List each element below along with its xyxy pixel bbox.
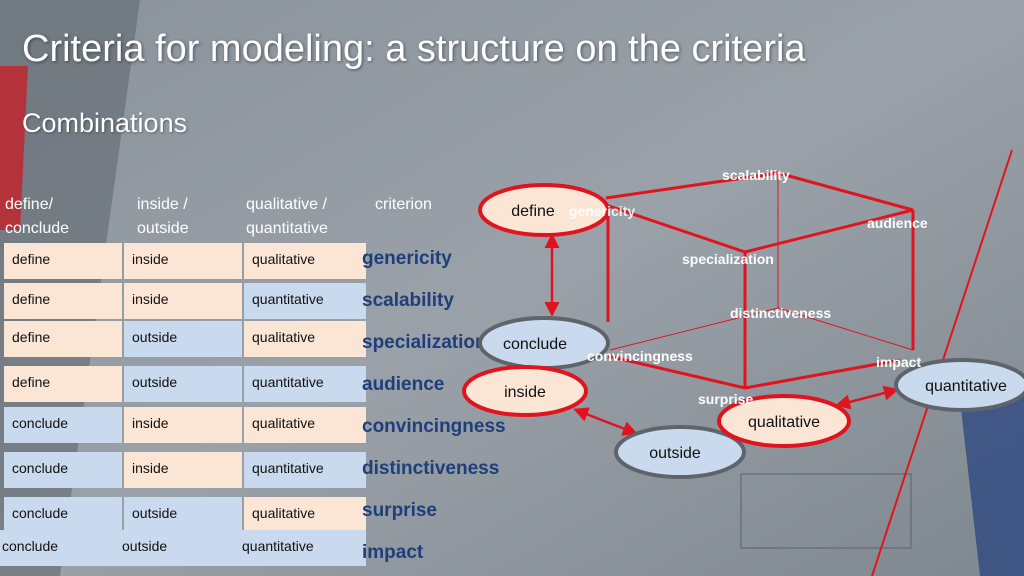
cube-edge xyxy=(605,171,779,200)
table-cell: qualitative xyxy=(244,243,366,279)
table-cell: outside xyxy=(124,497,242,533)
header-inside-outside-line2: outside xyxy=(137,220,189,237)
cube-edge xyxy=(605,203,746,254)
table-cell: define xyxy=(4,243,122,279)
node-outside-shape xyxy=(614,425,746,479)
cube-label-genericity: genericity xyxy=(569,203,635,219)
table-cell: outside xyxy=(124,321,242,357)
cube-label-convincingness: convincingness xyxy=(587,348,693,364)
node-conclude-label: conclude xyxy=(503,336,567,353)
node-quantitative: quantitative xyxy=(894,358,1024,412)
cube-label-distinctiveness: distinctiveness xyxy=(730,305,831,321)
page-title: Criteria for modeling: a structure on th… xyxy=(22,28,806,70)
node-inside-shape xyxy=(462,365,588,417)
node-define-shape xyxy=(478,183,610,237)
node-quantitative-label: quantitative xyxy=(925,378,1007,395)
header-inside-outside-line1: inside / xyxy=(137,196,188,213)
table-cell: quantitative xyxy=(244,283,366,319)
node-outside-label: outside xyxy=(649,445,701,462)
table-cell: quantitative xyxy=(234,530,366,566)
table-cell: outside xyxy=(114,530,242,566)
node-inside-label: inside xyxy=(504,384,546,401)
table-cell: qualitative xyxy=(244,497,366,533)
cube-label-surprise: surprise xyxy=(698,391,753,407)
criterion-label: genericity xyxy=(362,248,452,269)
cube-label-specialization: specialization xyxy=(682,251,774,267)
cube-hidden-edge xyxy=(777,307,914,351)
table-cell: define xyxy=(4,321,122,357)
header-inside-outside: inside / outside xyxy=(137,193,237,241)
header-qual-quant-line1: qualitative / xyxy=(246,196,327,213)
table-cell: conclude xyxy=(0,530,122,566)
table-cell: conclude xyxy=(4,497,122,533)
table-cell: inside xyxy=(124,407,242,443)
table-cell: define xyxy=(4,283,122,319)
cube-label-audience: audience xyxy=(867,215,928,231)
arrow-inside-outside xyxy=(573,407,638,436)
cube-edge xyxy=(777,171,914,212)
table-cell: quantitative xyxy=(244,452,366,488)
table-cell: qualitative xyxy=(244,321,366,357)
node-qualitative: qualitative xyxy=(717,394,851,448)
header-qual-quant-line2: quantitative xyxy=(246,220,328,237)
node-qualitative-label: qualitative xyxy=(748,414,820,431)
node-quantitative-shape xyxy=(894,358,1024,412)
header-define-conclude-line1: define/ xyxy=(5,196,54,213)
arrow-qualitative-quantitative xyxy=(835,385,899,410)
cube-edges xyxy=(605,171,915,390)
cube-edge xyxy=(607,354,746,390)
criterion-label: specialization xyxy=(362,332,487,353)
table-cell: inside xyxy=(124,452,242,488)
header-criterion-label: criterion xyxy=(375,196,432,213)
node-define-label: define xyxy=(511,203,555,220)
header-qual-quant: qualitative / quantitative xyxy=(246,193,366,241)
header-criterion: criterion xyxy=(375,193,455,217)
criterion-label: audience xyxy=(362,374,445,395)
cube-label-impact: impact xyxy=(876,354,921,370)
node-inside: inside xyxy=(462,365,588,417)
criterion-label: impact xyxy=(362,542,424,563)
criterion-label: distinctiveness xyxy=(362,458,500,479)
table-cell: outside xyxy=(124,366,242,402)
header-define-conclude: define/ conclude xyxy=(5,193,115,241)
table-cell: conclude xyxy=(4,452,122,488)
table-cell: inside xyxy=(124,283,242,319)
cube-edge xyxy=(744,208,914,254)
node-outside: outside xyxy=(614,425,746,479)
cube-label-scalability: scalability xyxy=(722,167,790,183)
table-cell: define xyxy=(4,366,122,402)
table-cell: inside xyxy=(124,243,242,279)
criterion-label: surprise xyxy=(362,500,437,521)
node-conclude: conclude xyxy=(478,316,610,370)
cube-edge xyxy=(744,358,901,390)
page-subtitle: Combinations xyxy=(22,108,188,138)
table-cell: conclude xyxy=(4,407,122,443)
table-cell: quantitative xyxy=(244,366,366,402)
table-cell: qualitative xyxy=(244,407,366,443)
criterion-label: scalability xyxy=(362,290,454,311)
header-define-conclude-line2: conclude xyxy=(5,220,70,237)
node-qualitative-shape xyxy=(717,394,851,448)
node-define: define xyxy=(478,183,610,237)
cube-hidden-edge xyxy=(609,307,779,351)
criterion-label: convincingness xyxy=(362,416,506,437)
